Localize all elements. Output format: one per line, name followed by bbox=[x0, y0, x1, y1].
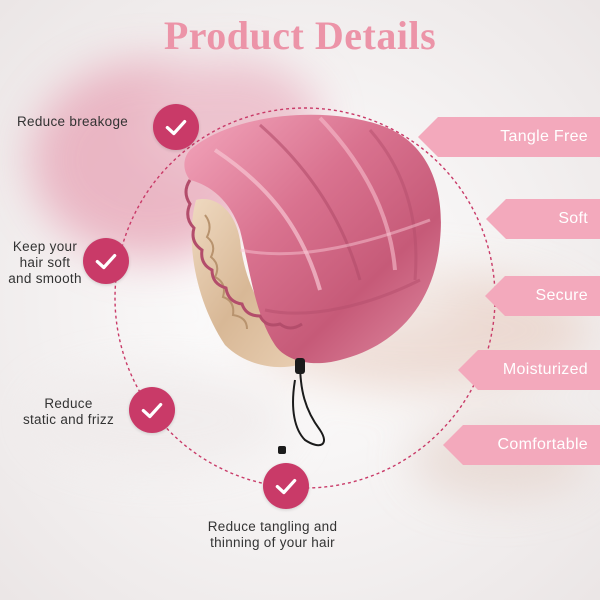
check-badge-2 bbox=[83, 238, 129, 284]
tag-comfortable: Comfortable bbox=[443, 425, 600, 465]
page-title: Product Details bbox=[163, 13, 437, 58]
checkmark-icon bbox=[165, 119, 187, 136]
check-badge-4 bbox=[263, 463, 309, 509]
check-badge-1 bbox=[153, 104, 199, 150]
benefit-reduce-breakage: Reduce breakoge bbox=[17, 114, 129, 129]
benefit-static-frizz: Reduce static and frizz bbox=[22, 396, 115, 427]
check-badge-3 bbox=[129, 387, 175, 433]
benefit-tangling-thinning: Reduce tangling and thinning of your hai… bbox=[207, 519, 338, 550]
tag-soft: Soft bbox=[486, 199, 600, 239]
benefit-soft-smooth: Keep your hair soft and smooth bbox=[8, 239, 82, 286]
checkmark-icon bbox=[141, 402, 163, 419]
tag-moisturized: Moisturized bbox=[458, 350, 600, 390]
checkmark-icon bbox=[95, 253, 117, 270]
tag-tangle-free: Tangle Free bbox=[418, 117, 600, 157]
tag-secure: Secure bbox=[485, 276, 600, 316]
checkmark-icon bbox=[275, 478, 297, 495]
